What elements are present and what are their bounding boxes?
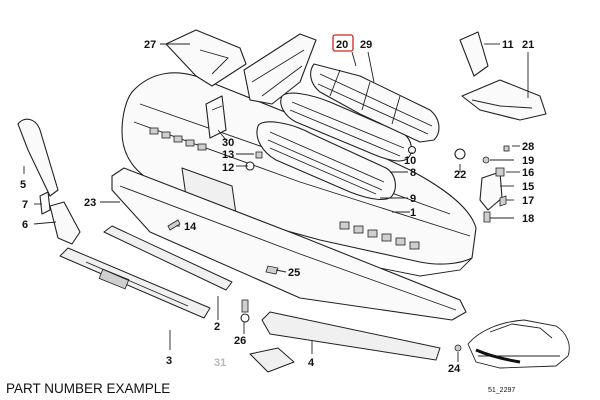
lower-trim (261, 311, 441, 361)
callout-12: 12 (222, 162, 234, 174)
screw-fastener (240, 299, 250, 323)
center-grille-mesh (310, 63, 440, 143)
bumper-vent-slots (149, 127, 420, 250)
bolt-fastener (167, 219, 181, 231)
callout-27: 27 (144, 39, 156, 51)
callout-18: 18 (522, 213, 534, 225)
kidney-grille-left (256, 121, 396, 201)
side-bracket-right (459, 31, 547, 121)
callout-10: 10 (404, 155, 416, 167)
callout-15: 15 (522, 181, 534, 193)
callout-11: 11 (502, 39, 514, 51)
callout-7: 7 (22, 199, 28, 211)
callout-26: 26 (234, 335, 246, 347)
air-duct (243, 33, 317, 105)
callout-31: 31 (214, 357, 226, 369)
callout-13: 13 (222, 149, 234, 161)
callout-29: 29 (360, 39, 372, 51)
front-spoiler (111, 167, 467, 321)
callout-20: 20 (336, 39, 348, 51)
leader-lines (23, 43, 529, 362)
callout-25: 25 (288, 267, 300, 279)
bracket-holder (205, 95, 227, 139)
callout-24: 24 (448, 363, 461, 375)
bolt-fastener-lower (265, 265, 279, 275)
reference-code: 51_2297 (488, 387, 515, 394)
callout-23: 23 (84, 197, 96, 209)
callout-21: 21 (522, 39, 534, 51)
callout-16: 16 (522, 167, 534, 179)
highlight-box (332, 34, 354, 52)
callout-5: 5 (20, 179, 26, 191)
callout-17: 17 (522, 195, 534, 207)
callout-14: 14 (184, 221, 197, 233)
side-trim-strip (17, 118, 59, 197)
callout-6: 6 (22, 219, 28, 231)
mounting-bracket (49, 201, 81, 245)
callout-22: 22 (454, 169, 466, 181)
caption-text: PART NUMBER EXAMPLE (6, 381, 170, 396)
small-cover-part (249, 347, 295, 373)
small-parts-right (454, 145, 510, 352)
kidney-grille-right (280, 92, 413, 162)
callout-8: 8 (410, 167, 416, 179)
callout-28: 28 (522, 141, 534, 153)
callout-labels: 27 20 29 11 21 30 13 12 10 8 9 1 23 5 7 … (20, 39, 534, 375)
callout-19: 19 (522, 155, 534, 167)
callout-30: 30 (222, 137, 234, 149)
callout-2: 2 (214, 321, 220, 333)
callout-3: 3 (166, 355, 172, 367)
car-thumbnail: 51_2297 (467, 319, 570, 394)
callout-9: 9 (410, 193, 416, 205)
bumper-reinforcement (59, 247, 211, 319)
clip-part (39, 191, 51, 215)
callout-1: 1 (410, 207, 416, 219)
callout-4: 4 (308, 357, 315, 369)
lower-brace (103, 225, 233, 291)
